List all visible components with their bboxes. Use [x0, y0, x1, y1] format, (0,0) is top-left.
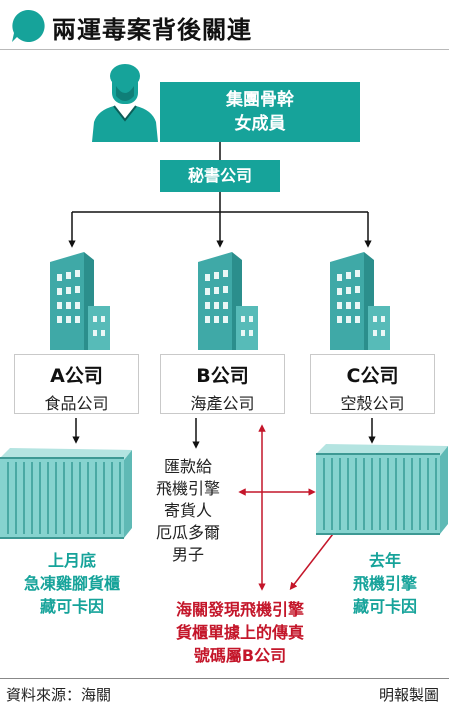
shipping-container-icon-right — [316, 444, 448, 535]
customs-finding-line1: 海關發現飛機引擎 — [175, 600, 304, 619]
company-c-name: C公司 — [346, 365, 399, 387]
title-bar: 兩運毒案背後關連 — [0, 0, 449, 50]
building-icon-a — [50, 252, 110, 350]
b-detail-line1: 匯款給 — [163, 457, 212, 476]
b-detail-line4: 厄瓜多爾 — [155, 523, 220, 542]
company-a-name: A公司 — [50, 365, 103, 387]
container-right-caption-line2: 飛機引擎 — [352, 574, 417, 593]
page-title: 兩運毒案背後關連 — [52, 15, 252, 44]
graphic-credit: 明報製圖 — [378, 686, 439, 704]
shipping-container-icon-left — [0, 448, 132, 539]
container-left-caption-line1: 上月底 — [47, 551, 96, 570]
company-a-type: 食品公司 — [44, 394, 109, 413]
container-right-caption-line3: 藏可卡因 — [352, 597, 417, 616]
container-right-caption-line1: 去年 — [368, 551, 401, 570]
container-right-caption: 去年 飛機引擎 藏可卡因 — [330, 549, 440, 618]
customs-finding-line2: 貨櫃單據上的傳真 — [175, 623, 304, 642]
container-left-caption: 上月底 急凍雞腳貨櫃 藏可卡因 — [2, 549, 142, 618]
customs-finding-line3: 號碼屬B公司 — [193, 646, 287, 665]
company-c-box: C公司 空殼公司 — [310, 354, 435, 414]
woman-person-icon — [92, 64, 158, 142]
container-left-caption-line3: 藏可卡因 — [39, 597, 104, 616]
source-credit: 資料來源：海關 — [6, 686, 112, 704]
company-b-box: B公司 海產公司 — [160, 354, 285, 414]
building-icon-c — [330, 252, 390, 350]
core-member-line1: 集團骨幹 — [226, 90, 294, 110]
b-detail-line5: 男子 — [171, 545, 204, 564]
b-company-details: 匯款給 飛機引擎 寄貨人 厄瓜多爾 男子 — [138, 456, 238, 566]
customs-finding: 海關發現飛機引擎 貨櫃單據上的傳真 號碼屬B公司 — [140, 598, 340, 667]
building-icon-b — [198, 252, 258, 350]
core-member-line2: 女成員 — [234, 114, 286, 134]
company-a-box: A公司 食品公司 — [14, 354, 139, 414]
b-detail-line2: 飛機引擎 — [155, 479, 220, 498]
core-member-box: 集團骨幹 女成員 — [160, 82, 360, 142]
b-detail-line3: 寄貨人 — [163, 501, 212, 520]
company-c-type: 空殼公司 — [340, 394, 405, 413]
company-b-name: B公司 — [196, 365, 249, 387]
company-b-type: 海產公司 — [190, 394, 255, 413]
footer-divider — [0, 678, 449, 679]
secretary-company-box: 秘書公司 — [160, 160, 280, 192]
container-left-caption-line2: 急凍雞腳貨櫃 — [23, 574, 120, 593]
speech-bubble-icon — [12, 9, 45, 42]
